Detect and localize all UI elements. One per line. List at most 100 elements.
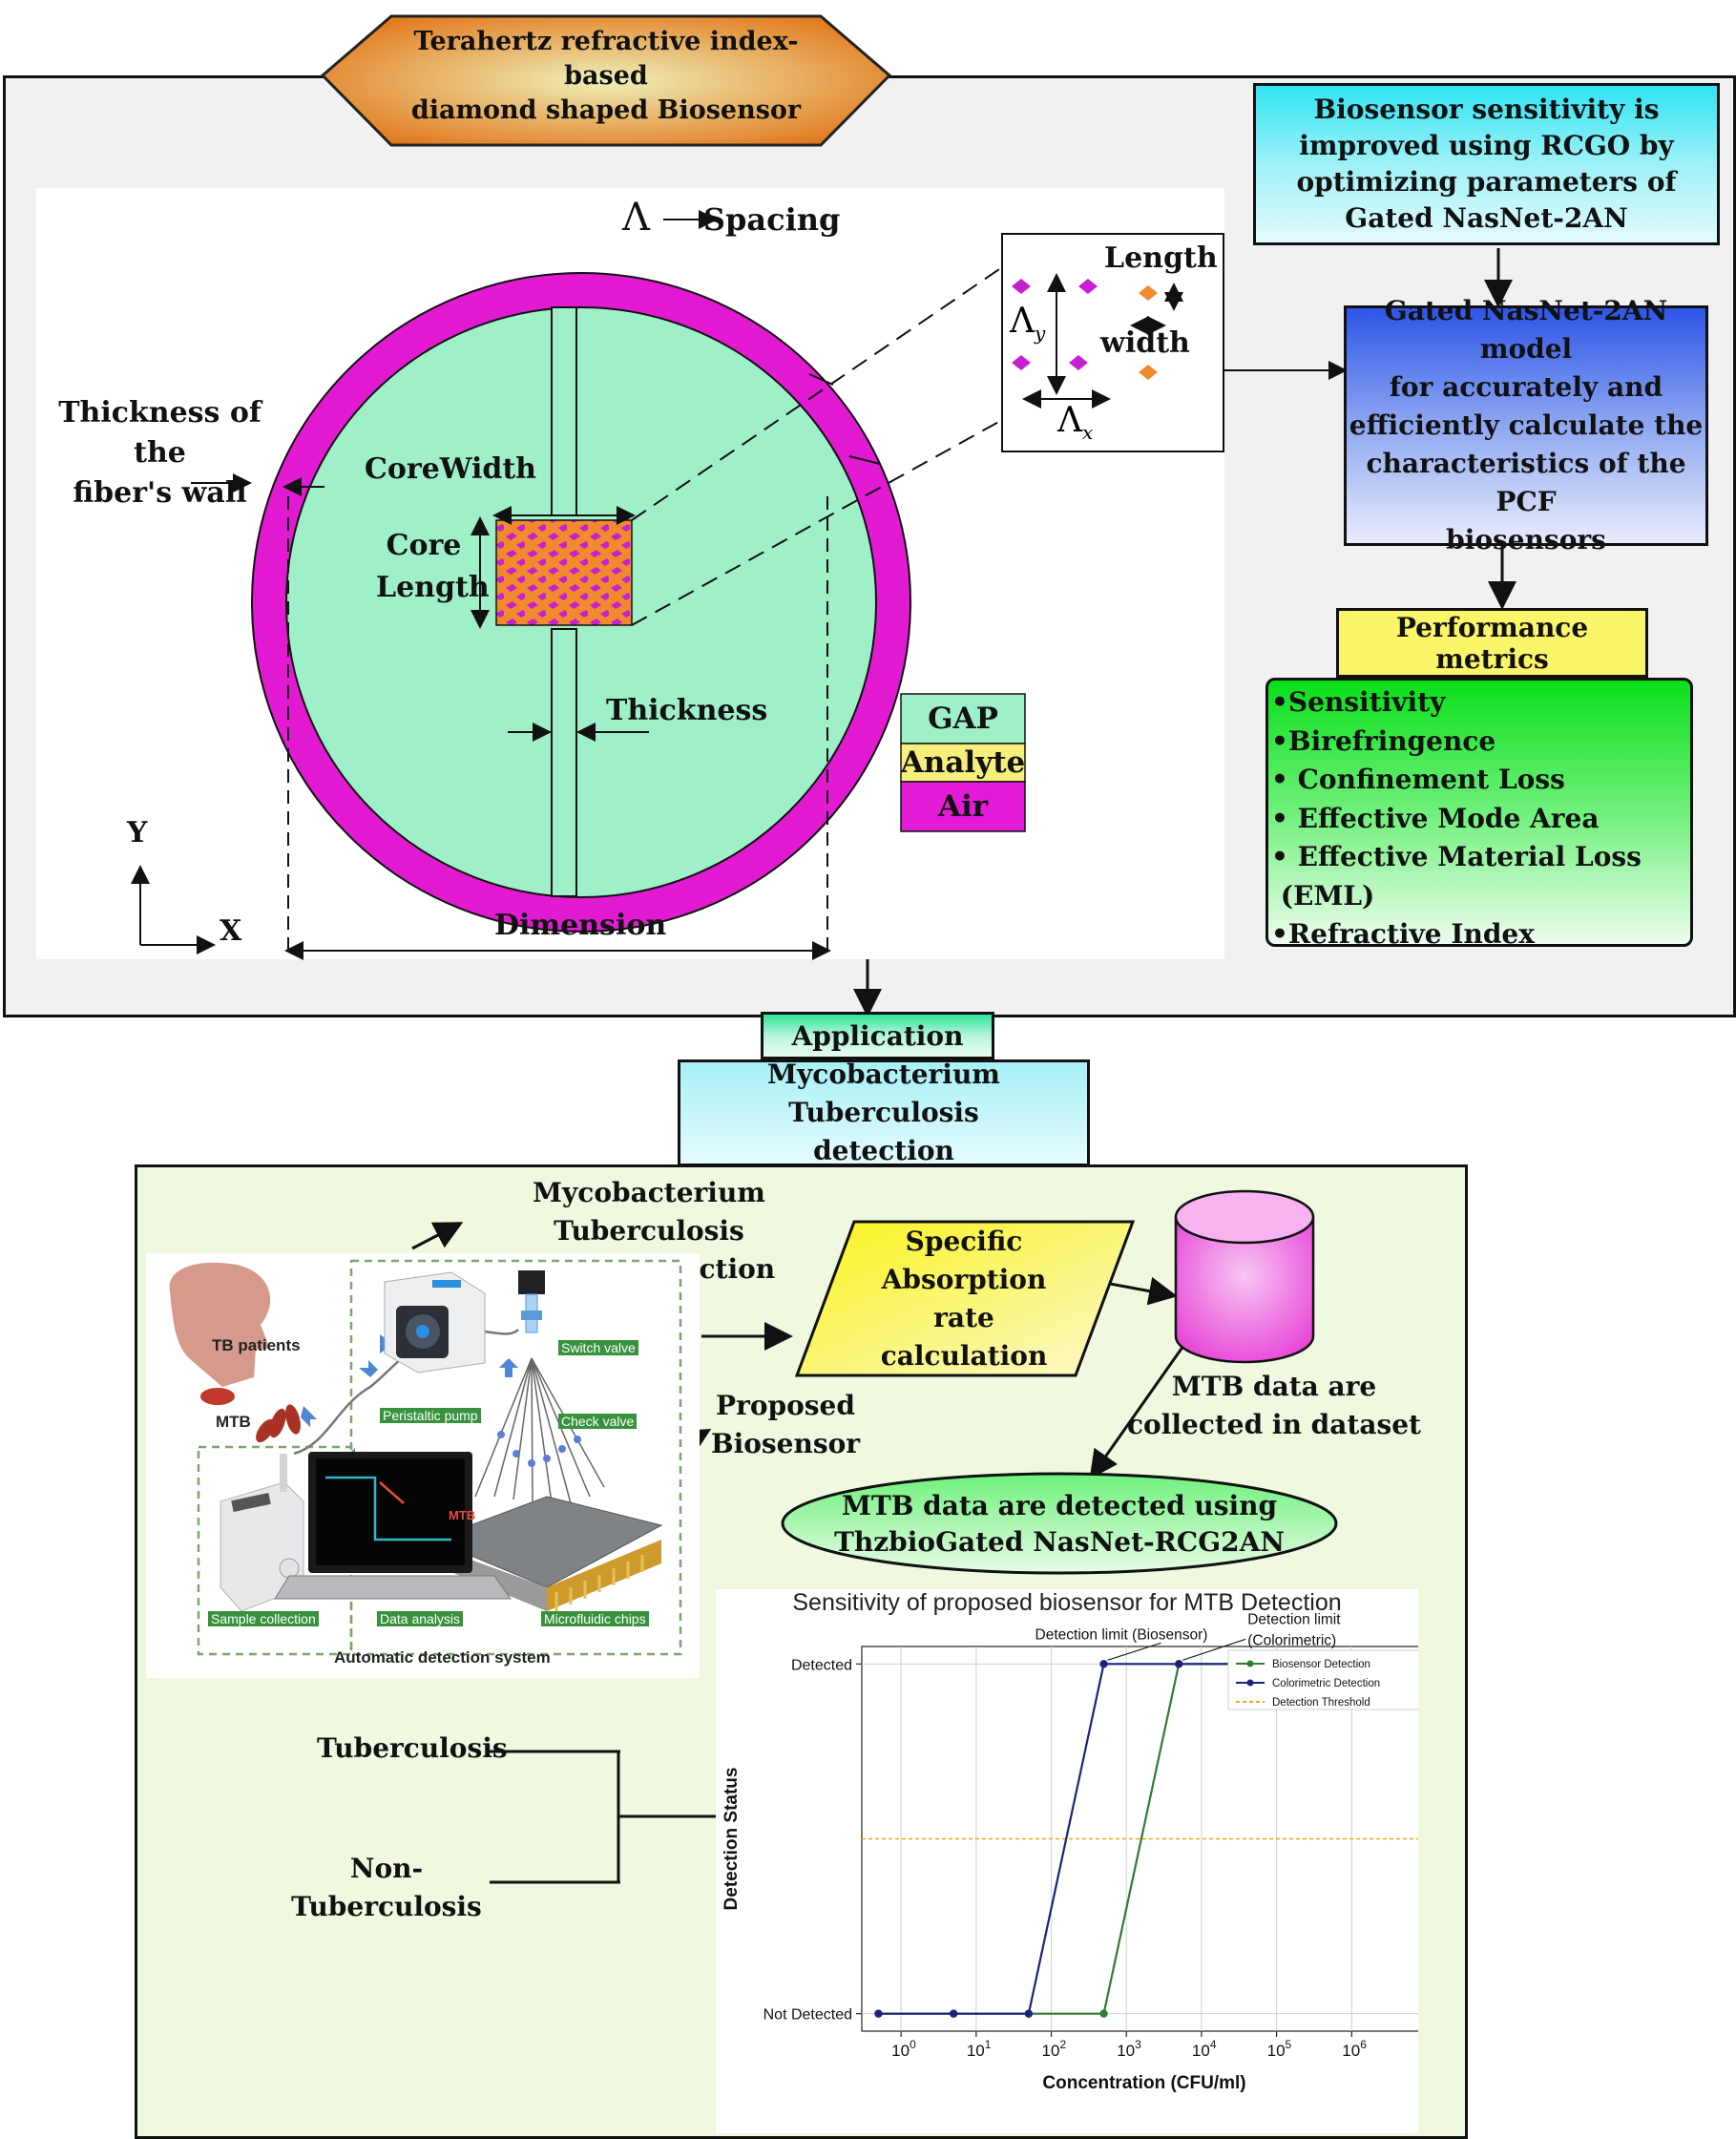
- wall-thickness-line1: Thickness of the: [58, 396, 261, 470]
- core-diamond-array: [495, 519, 633, 626]
- automatic-detection-caption: Automatic detection system: [334, 1648, 551, 1667]
- spacing-symbol: Λ: [622, 196, 650, 240]
- x-tick-label: 102: [1042, 2038, 1067, 2060]
- thickness-label: Thickness: [606, 694, 768, 727]
- screen-mtb-label: MTB: [449, 1508, 476, 1522]
- legend-label: Detection Threshold: [1272, 1697, 1370, 1709]
- metric-item: • Effective Material Loss: [1271, 841, 1642, 872]
- x-tick-label: 107: [1417, 2038, 1418, 2060]
- model-line1: Gated NasNet-2AN model: [1384, 295, 1668, 365]
- spacing-label: Λ Spacing: [622, 196, 840, 240]
- proposed-line1: Proposed: [716, 1390, 855, 1421]
- y-tick-label: Not Detected: [763, 2007, 852, 2024]
- legend-gap-swatch: [900, 693, 1026, 744]
- tb-detection-box: Mycobacterium Tuberculosis detection: [678, 1059, 1090, 1166]
- spacing-text: Spacing: [702, 201, 841, 238]
- metric-item: (EML): [1271, 879, 1375, 912]
- sar-line3: rate: [933, 1302, 994, 1333]
- series-point: [1099, 2009, 1108, 2018]
- x-tick-label: 103: [1117, 2038, 1141, 2060]
- performance-metrics-title: Performance metrics: [1336, 608, 1648, 678]
- dataset-line2: collected in dataset: [1127, 1409, 1421, 1440]
- proposed-line2: Biosensor: [710, 1428, 861, 1459]
- sar-shape: [794, 1220, 1136, 1377]
- fiber-diagram: [131, 210, 1516, 1012]
- axis-x-label: X: [220, 914, 242, 948]
- proposed-biosensor-label: Proposed Biosensor: [704, 1387, 867, 1463]
- metric-item: •Sensitivity: [1271, 686, 1446, 718]
- class-tuberculosis: Tuberculosis: [317, 1732, 508, 1764]
- tb-detection-line2: detection: [813, 1135, 954, 1166]
- core-length-label: Core Length: [376, 525, 490, 609]
- series-point: [874, 2009, 883, 2018]
- y-tick-label: Detected: [791, 1657, 852, 1673]
- chart-title: Sensitivity of proposed biosensor for MT…: [792, 1589, 1342, 1616]
- inset-width-label: width: [1100, 326, 1190, 360]
- nasnet-model-box: Gated NasNet-2AN model for accurately an…: [1344, 295, 1708, 556]
- legend-air-label: Air: [937, 789, 989, 824]
- sar-line4: calculation: [880, 1340, 1048, 1372]
- annotation-colorimetric-limit-line2: (Colorimetric): [1247, 1632, 1336, 1648]
- series-point: [949, 2009, 958, 2018]
- x-tick-label: 105: [1267, 2038, 1292, 2060]
- x-tick-label: 106: [1342, 2038, 1367, 2060]
- legend-gap-label: GAP: [928, 702, 998, 736]
- legend-air-swatch: [900, 781, 1026, 832]
- legend-analyte-label: Analyte: [900, 745, 1026, 780]
- application-box: Application: [761, 1012, 994, 1059]
- tb-patients-label: TB patients: [212, 1336, 301, 1354]
- inset-length-label: Length: [1104, 241, 1218, 275]
- title-hexagon: [320, 14, 892, 147]
- model-line5: biosensors: [1446, 524, 1606, 556]
- rcgo-optimization-box: Biosensor sensitivity is improved using …: [1253, 83, 1720, 245]
- metric-item: •Birefringence: [1271, 724, 1496, 757]
- rcgo-line4: Gated NasNet-2AN: [1345, 202, 1628, 234]
- detected-using-model: MTB data are detected using ThzbioGated …: [792, 1482, 1327, 1566]
- metric-item: • Effective Mode Area: [1271, 802, 1600, 834]
- sar-line1: Specific: [905, 1226, 1023, 1257]
- peristaltic-pump-tag: Peristaltic pump: [380, 1408, 481, 1423]
- core-width-label: CoreWidth: [365, 452, 536, 486]
- x-axis-label: Concentration (CFU/ml): [1042, 2073, 1245, 2093]
- header-title: Terahertz refractive index-based diamond…: [391, 27, 821, 125]
- gap-channel-bottom: [551, 628, 577, 897]
- y-axis-label: Detection Status: [722, 1768, 742, 1911]
- detected-line1: MTB data are detected using: [841, 1490, 1278, 1521]
- sensitivity-chart: 100101102103104105106107Not DetectedDete…: [722, 1611, 1418, 2093]
- class-non-tuberculosis: Non- Tuberculosis: [286, 1850, 487, 1926]
- gap-channel-top: [551, 306, 577, 516]
- unit-cell-inset: [1001, 233, 1224, 452]
- series-point: [1175, 1660, 1183, 1668]
- wall-thickness-line2: fiber's wall: [73, 476, 247, 510]
- dataset-line1: MTB data are: [1171, 1371, 1377, 1402]
- tb-detection-line1: Mycobacterium Tuberculosis: [767, 1059, 1000, 1128]
- rcgo-line2: improved using RCGO by: [1299, 130, 1674, 161]
- metrics-list-box: •Sensitivity •Birefringence • Confinemen…: [1265, 678, 1693, 950]
- metric-item: •Refractive Index: [1271, 918, 1535, 950]
- dimension-label: Dimension: [494, 909, 667, 942]
- inset-lambda-x: Λx: [1057, 401, 1094, 445]
- model-line2: for accurately and: [1389, 371, 1663, 403]
- legend-marker: [1246, 1660, 1254, 1667]
- wall-thickness-label: Thickness of the fiber's wall: [38, 393, 282, 514]
- sample-collection-tag: Sample collection: [208, 1611, 319, 1626]
- x-tick-label: 100: [891, 2038, 916, 2060]
- class-non-line1: Non-: [349, 1853, 424, 1884]
- series-point: [1099, 1660, 1108, 1668]
- detected-line2: ThzbioGated NasNet-RCG2AN: [834, 1526, 1285, 1558]
- axis-y-label: Y: [127, 816, 148, 849]
- legend-analyte-swatch: [900, 743, 1026, 783]
- legend-label: Biosensor Detection: [1272, 1659, 1370, 1670]
- x-tick-label: 101: [967, 2038, 992, 2060]
- sar-line2: Absorption: [881, 1264, 1047, 1295]
- inset-lambda-y: Λy: [1010, 302, 1046, 346]
- annotation-arrow: [1182, 1638, 1246, 1661]
- check-valve-tag: Check valve: [558, 1414, 638, 1429]
- metric-item: • Confinement Loss: [1271, 764, 1565, 795]
- rcgo-line1: Biosensor sensitivity is: [1313, 94, 1660, 125]
- detection-system-drawing: [169, 1259, 682, 1656]
- legend-label: Colorimetric Detection: [1272, 1678, 1380, 1689]
- annotation-colorimetric-limit: Detection limit: [1247, 1611, 1341, 1627]
- core-length-line1: Core: [386, 529, 462, 562]
